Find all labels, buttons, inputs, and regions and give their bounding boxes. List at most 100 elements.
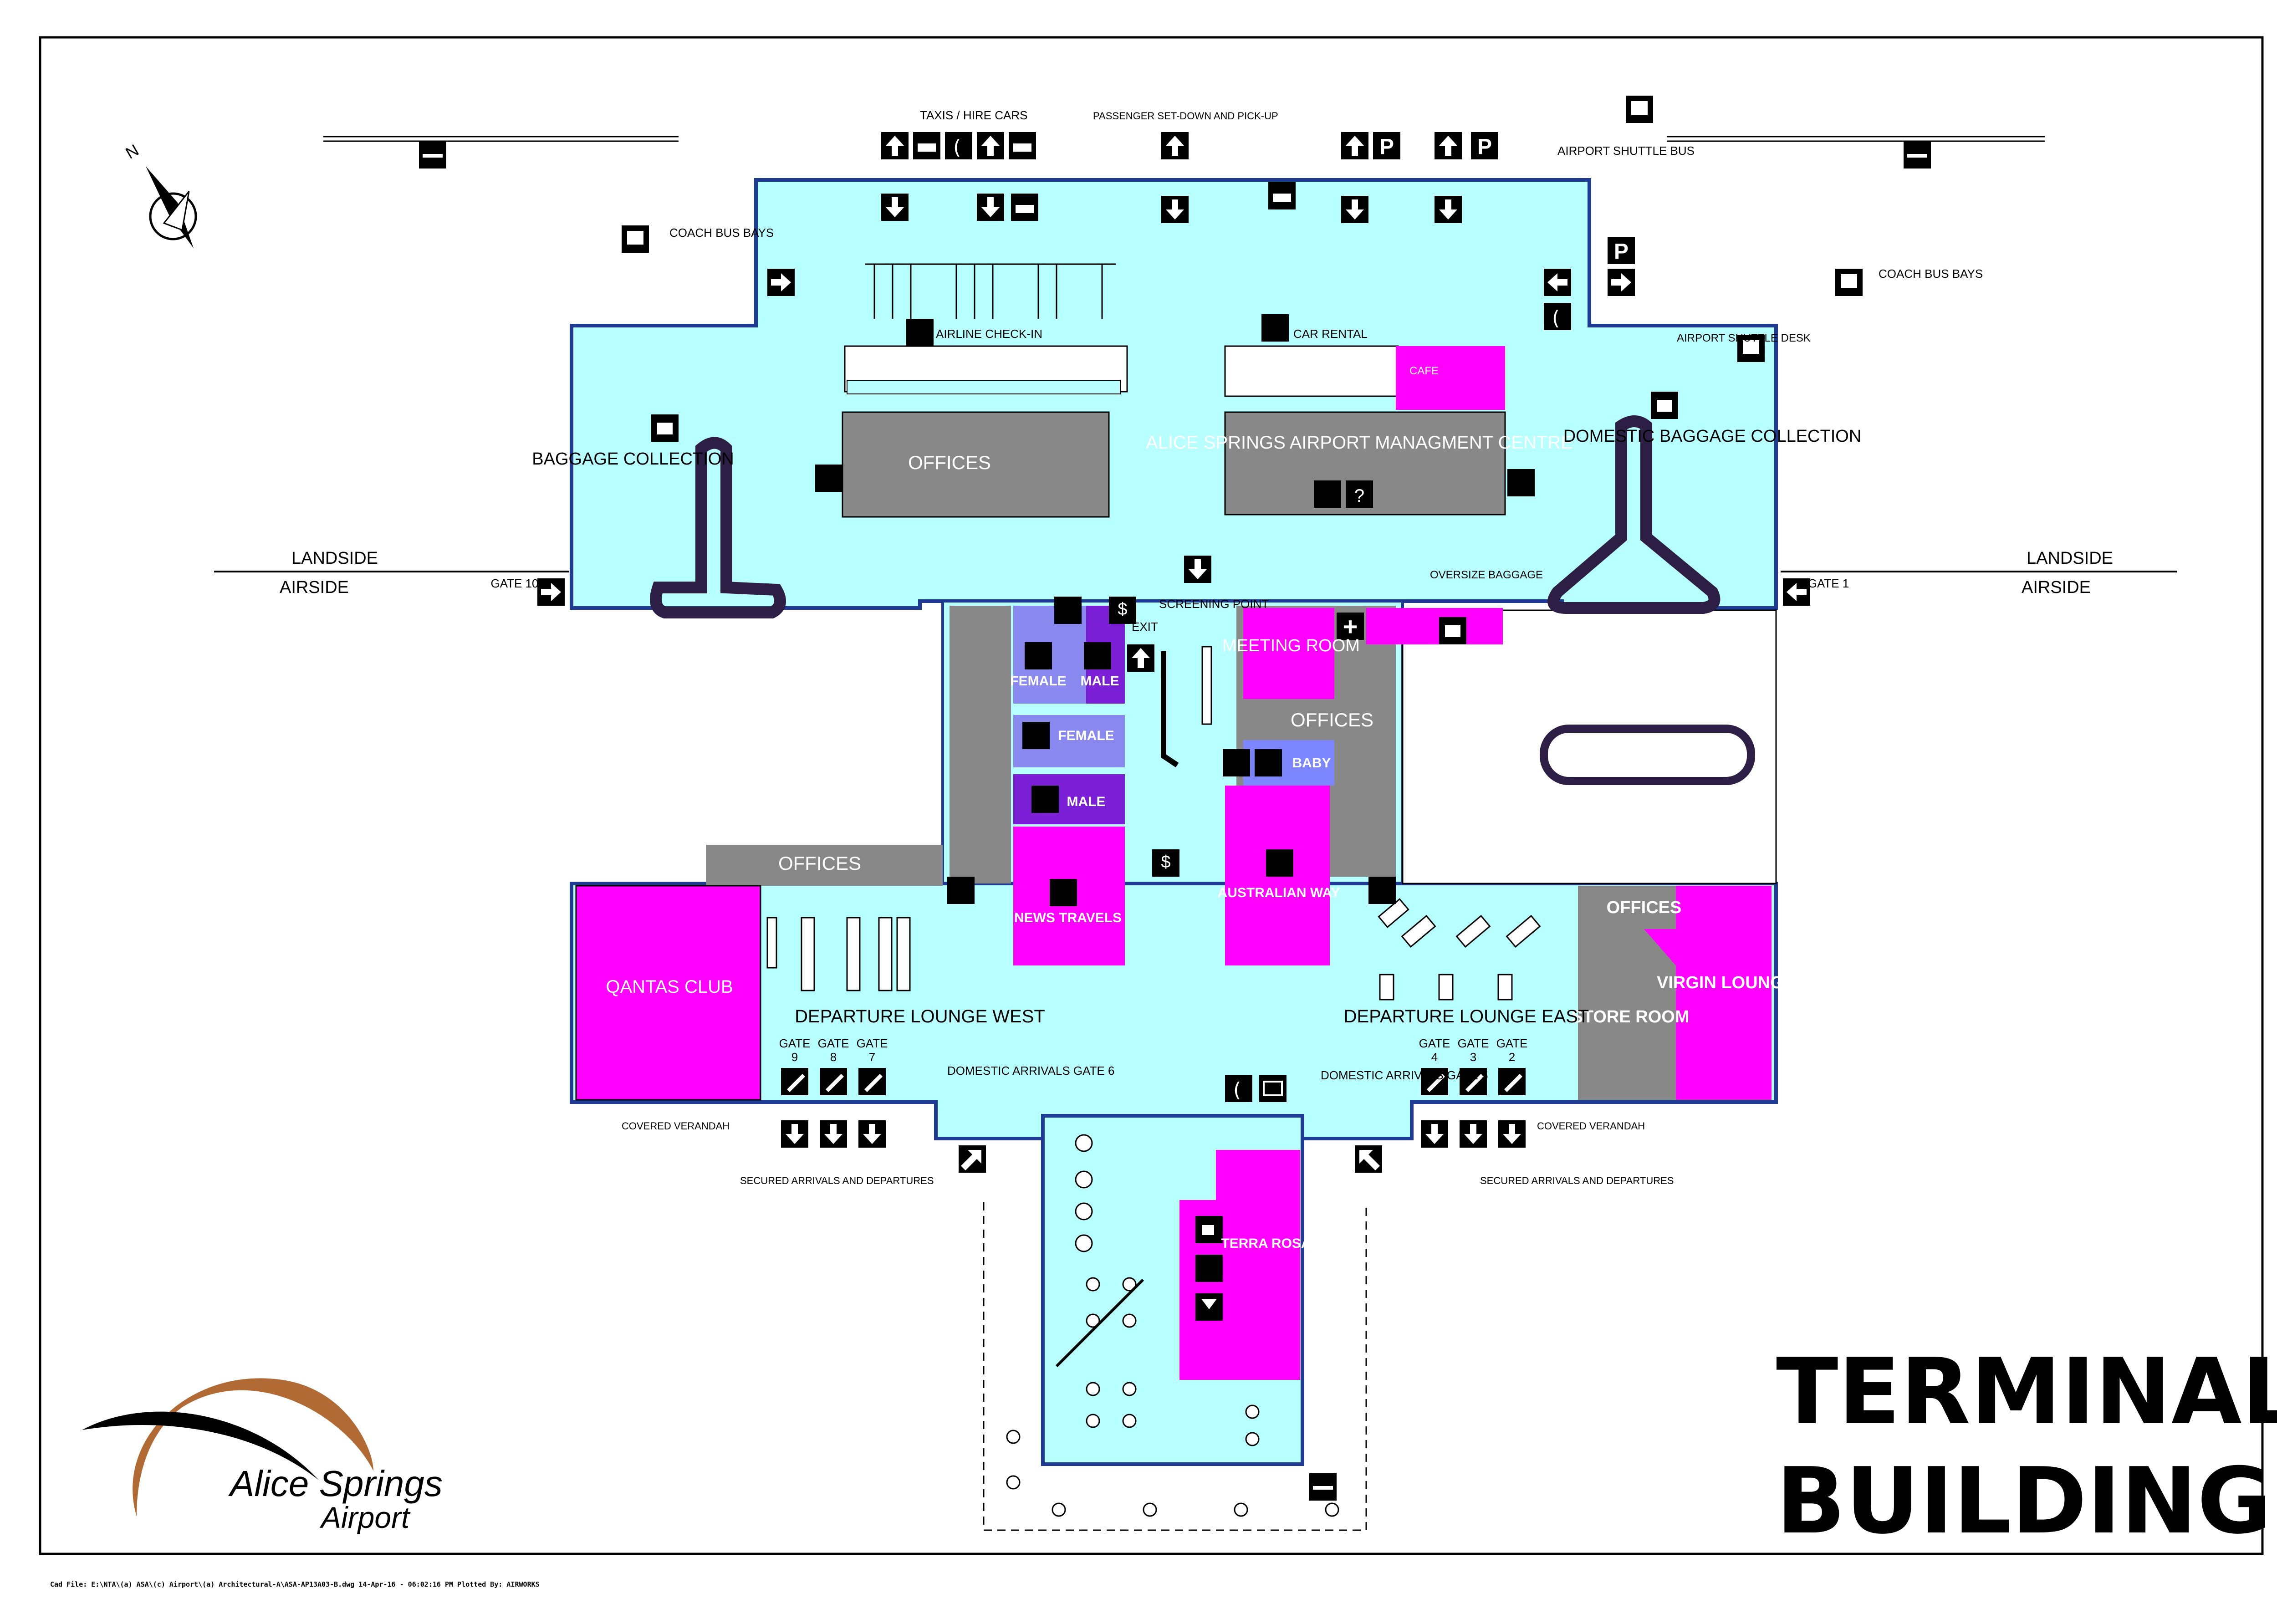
wheelchair-icon	[1054, 597, 1082, 624]
shuttle-label: AIRPORT SHUTTLE BUS	[1557, 144, 1695, 158]
bus-icon	[1626, 96, 1653, 123]
seating-east	[1378, 898, 1541, 1001]
gate-10-label: GATE 10	[490, 577, 538, 590]
north-arrow-icon: N	[123, 140, 197, 248]
mail-icon	[1259, 1075, 1287, 1102]
svg-text:P: P	[1477, 135, 1492, 159]
lounge-west-label: DEPARTURE LOUNGE WEST	[795, 1006, 1045, 1026]
svg-text:(: (	[1233, 1078, 1241, 1102]
taxi-icon	[913, 132, 940, 159]
terra-rosa-cafe	[1179, 1150, 1300, 1380]
smoking-area-icon	[1904, 141, 1931, 169]
arrow-down-icon	[858, 1120, 886, 1148]
meeting-room-label: MEETING ROOM	[1222, 636, 1360, 655]
smoking-area-icon	[1309, 1473, 1337, 1501]
shop-icon	[1050, 879, 1077, 906]
terminal-footprint	[570, 178, 1778, 1466]
covered-verandah-right-label: COVERED VERANDAH	[1537, 1120, 1645, 1132]
car-rental-icon	[1261, 314, 1289, 342]
screening-machine	[1201, 646, 1212, 725]
plane-icon	[1421, 1068, 1448, 1095]
car-rental-label: CAR RENTAL	[1293, 327, 1368, 341]
svg-text:+: +	[1343, 612, 1358, 641]
info-desk-icon	[1314, 480, 1341, 508]
qantas-club	[575, 885, 761, 1101]
offices-west-block	[842, 411, 1110, 518]
domestic-arrivals-5-label: DOMESTIC ARRIVALS GATE 5	[1321, 1068, 1488, 1082]
secure-boundary	[983, 1202, 1367, 1531]
offices-west-strip-label: OFFICES	[778, 853, 861, 874]
secured-left-label: SECURED ARRIVALS AND DEPARTURES	[740, 1175, 934, 1186]
baggage-icon	[651, 414, 679, 442]
airside-label-right: AIRSIDE	[2022, 578, 2091, 597]
arrow-up-icon	[977, 132, 1004, 159]
female-label-2: FEMALE	[1058, 728, 1114, 743]
landside-label-right: LANDSIDE	[2027, 549, 2113, 568]
exit-label: EXIT	[1132, 620, 1158, 633]
toilet-icon	[1084, 642, 1111, 669]
svg-text:P: P	[1614, 240, 1629, 264]
svg-text:P: P	[1379, 135, 1394, 159]
plane-icon	[858, 1068, 886, 1095]
setdown-label: PASSENGER SET-DOWN AND PICK-UP	[1093, 110, 1278, 122]
cup-icon	[1195, 1216, 1223, 1243]
taxi-icon	[1011, 194, 1038, 221]
virgin-lounge	[1644, 886, 1772, 1100]
bus-icon	[622, 225, 649, 253]
help-icon: ?	[1346, 480, 1373, 508]
phone-icon: (	[945, 132, 972, 159]
svg-text:N: N	[123, 140, 142, 163]
checkin-icon	[906, 319, 934, 346]
svg-text:9: 9	[791, 1050, 798, 1064]
arrow-down-icon	[1435, 196, 1462, 223]
svg-text:GATE: GATE	[1458, 1037, 1489, 1050]
arrow-down-icon	[820, 1120, 847, 1148]
svg-text:$: $	[1161, 853, 1170, 872]
arrow-up-icon	[1435, 132, 1462, 159]
male-label-2: MALE	[1067, 794, 1106, 809]
svg-text:(: (	[1552, 306, 1560, 330]
arrow-right-icon	[1608, 269, 1635, 296]
arrow-down-icon	[881, 194, 909, 221]
svg-text:GATE: GATE	[857, 1037, 888, 1050]
taxi-icon	[1268, 182, 1296, 209]
covered-verandah-left-label: COVERED VERANDAH	[622, 1120, 730, 1132]
title-line-2: BUILDING	[1776, 1448, 2272, 1554]
arrow-right-icon	[537, 578, 565, 606]
screening-barrier	[1161, 651, 1179, 767]
wheelchair-icon	[1223, 749, 1250, 776]
virgin-lounge-label: VIRGIN LOUNGE	[1657, 973, 1795, 992]
arrow-down-icon	[781, 1120, 808, 1148]
arrow-down-icon	[1460, 1120, 1487, 1148]
arrow-up-icon	[1161, 132, 1189, 159]
smoking-area-icon	[419, 141, 446, 169]
stairs-icon	[1507, 469, 1535, 496]
planters	[1006, 1430, 1339, 1517]
male-label-1: MALE	[1081, 674, 1119, 689]
svg-text:GATE: GATE	[1419, 1037, 1450, 1050]
logo-line-2: Airport	[319, 1501, 411, 1534]
taxi-icon	[1009, 132, 1036, 159]
phone-icon: (	[1544, 303, 1571, 330]
svg-text:GATE: GATE	[1496, 1037, 1528, 1050]
baggage-carousel-yard	[1540, 725, 1755, 785]
plane-icon	[820, 1068, 847, 1095]
offices-spine-west	[950, 606, 1011, 883]
svg-text:2: 2	[1509, 1050, 1515, 1064]
arrow-left-icon	[1783, 578, 1810, 606]
phone-icon: (	[1225, 1075, 1252, 1102]
atm-icon: $	[1109, 597, 1136, 624]
coach-label-right: COACH BUS BAYS	[1879, 267, 1983, 281]
cafe-label: CAFE	[1409, 365, 1439, 377]
arrow-left-icon	[1544, 269, 1571, 296]
screening-label: SCREENING POINT	[1159, 597, 1269, 611]
news-travels-label: NEWS TRAVELS	[1014, 910, 1122, 925]
toilet-icon	[1031, 786, 1059, 813]
baggage-right-label: DOMESTIC BAGGAGE COLLECTION	[1563, 427, 1862, 446]
meeting-room	[1243, 608, 1334, 699]
baby-label: BABY	[1292, 756, 1331, 771]
baby-change-icon	[1255, 749, 1282, 776]
lounge-east-label: DEPARTURE LOUNGE EAST	[1344, 1006, 1589, 1026]
domestic-arrivals-6-label: DOMESTIC ARRIVALS GATE 6	[947, 1064, 1114, 1078]
